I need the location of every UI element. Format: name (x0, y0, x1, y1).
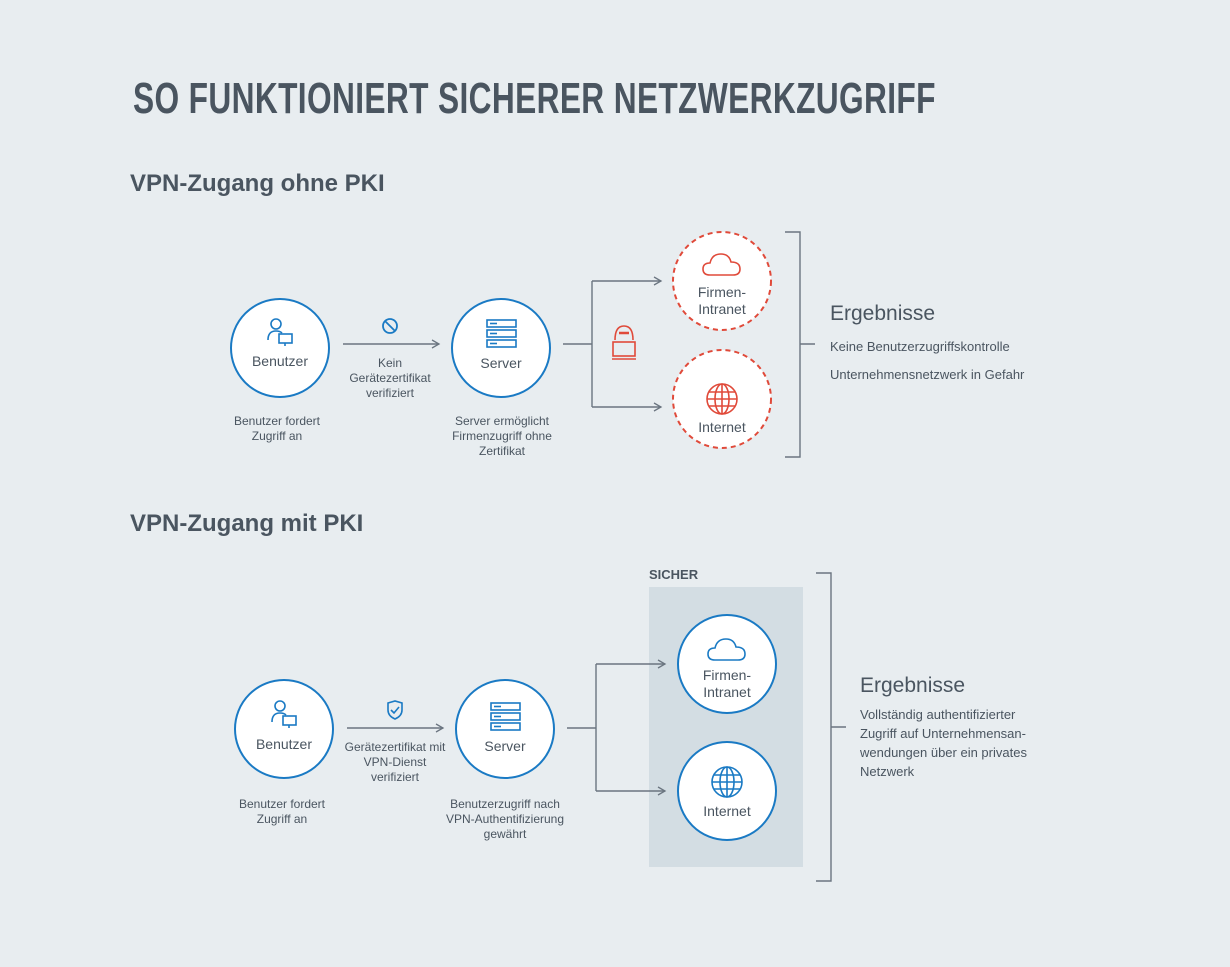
caption-line: Zertifikat (478, 444, 525, 458)
user-node (234, 679, 334, 779)
arrow-caption: Gerätezertifikat mit VPN-Dienst verifizi… (320, 740, 470, 785)
server-caption: Benutzerzugriff nach VPN-Authentifizieru… (430, 797, 580, 842)
results-heading: Ergebnisse (860, 674, 966, 697)
result-text: Vollständig authentifizierter Zugriff au… (860, 705, 1027, 781)
caption-line: Zugriff an (256, 812, 308, 826)
server-node (451, 298, 551, 398)
user-caption: Benutzer fordert Zugriff an (202, 414, 352, 444)
label-line: Intranet (698, 301, 746, 317)
shield-check-icon (387, 700, 403, 720)
caption-line: Benutzerzugriff nach (450, 797, 560, 811)
caption-line: VPN-Authentifizierung (445, 812, 565, 826)
intranet-label: Firmen- Intranet (677, 667, 777, 701)
label-line: Firmen- (697, 284, 747, 300)
server-icon (486, 319, 517, 348)
label-line: Intranet (703, 684, 751, 700)
arrow-caption: Kein Gerätezertifikat verifiziert (315, 356, 465, 401)
result-item: Unternehmensnetzwerk in Gefahr (830, 367, 1025, 382)
user-computer-icon (267, 318, 293, 346)
user-computer-icon (271, 700, 297, 728)
arrow-caption-line: VPN-Dienst (363, 755, 427, 769)
internet-label: Internet (698, 419, 746, 435)
globe-icon (706, 383, 738, 415)
result-line: Netzwerk (860, 764, 915, 779)
intranet-node-unsafe (672, 231, 772, 331)
cloud-icon (707, 638, 746, 661)
arrow-caption-line: verifiziert (365, 386, 414, 400)
results-bracket (816, 572, 846, 882)
caption-line: Server ermöglicht (454, 414, 550, 428)
arrow-caption-line: Kein (377, 356, 403, 370)
page-title: SO FUNKTIONIERT SICHERER NETZWERKZUGRIFF (133, 74, 936, 123)
result-item: Keine Benutzerzugriffskontrolle (830, 339, 1010, 354)
ban-icon (382, 318, 398, 334)
user-caption: Benutzer fordert Zugriff an (207, 797, 357, 827)
results-bracket (785, 231, 815, 458)
caption-line: Benutzer fordert (238, 797, 326, 811)
caption-line: Zugriff an (251, 429, 303, 443)
server-label: Server (480, 355, 522, 371)
section-heading-without-pki: VPN-Zugang ohne PKI (130, 170, 385, 197)
intranet-node-secure (677, 614, 777, 714)
server-label: Server (484, 738, 526, 754)
cloud-icon (702, 253, 741, 276)
result-line: Vollständig authentifizierter (860, 707, 1016, 722)
internet-label: Internet (703, 803, 751, 819)
label-line: Firmen- (702, 667, 752, 683)
caption-line: gewährt (483, 827, 527, 841)
results-heading: Ergebnisse (830, 302, 936, 325)
hacker-icon (612, 325, 636, 360)
arrow-caption-line: Gerätezertifikat mit (344, 740, 446, 754)
intranet-label: Firmen- Intranet (672, 284, 772, 318)
section-heading-with-pki: VPN-Zugang mit PKI (130, 510, 364, 537)
result-line: Zugriff auf Unternehmensan- (860, 726, 1026, 741)
server-node (455, 679, 555, 779)
user-label: Benutzer (255, 736, 313, 752)
caption-line: Firmenzugriff ohne (452, 429, 552, 443)
arrow-caption-line: Gerätezertifikat (349, 371, 431, 385)
arrow-caption-line: verifiziert (370, 770, 419, 784)
user-label: Benutzer (251, 353, 309, 369)
server-caption: Server ermöglicht Firmenzugriff ohne Zer… (427, 414, 577, 459)
caption-line: Benutzer fordert (233, 414, 321, 428)
server-icon (490, 702, 521, 731)
globe-icon (711, 766, 743, 798)
user-node (230, 298, 330, 398)
secure-zone-label: SICHER (649, 567, 699, 582)
result-line: wendungen über ein privates (860, 745, 1027, 760)
